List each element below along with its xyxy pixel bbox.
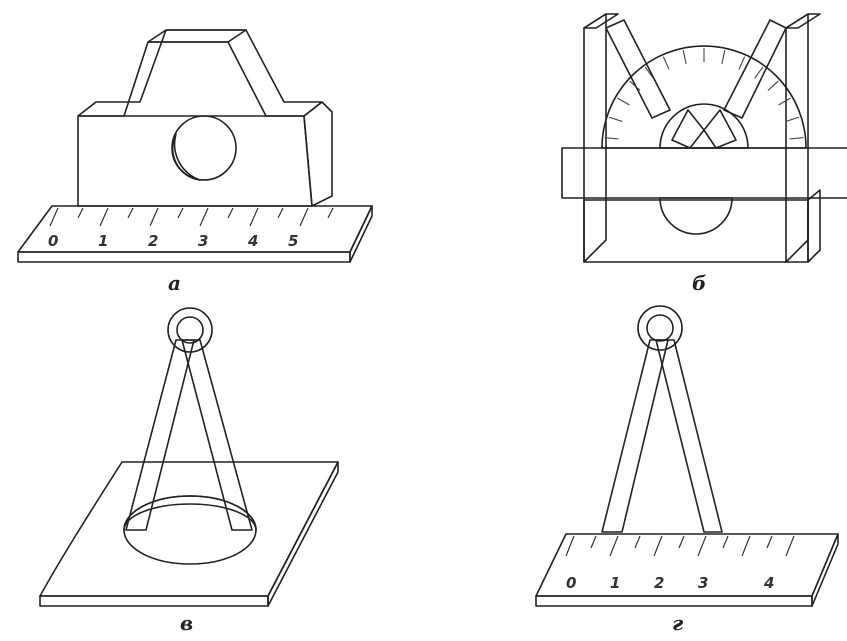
protractor-tick (738, 56, 746, 70)
protractor-tick (789, 137, 804, 140)
protractor-tick (662, 56, 670, 70)
ruler-tick (199, 207, 209, 227)
ruler-tick (77, 207, 84, 219)
ruler-a-label-3: 3 (198, 232, 208, 250)
ruler-tick (99, 207, 109, 227)
protractor-tick (629, 80, 641, 91)
ruler-tick (149, 207, 159, 227)
caption-b: б (692, 271, 706, 295)
ruler-tick (634, 535, 641, 549)
protractor-tick (617, 97, 630, 106)
ruler-tick (697, 535, 707, 557)
ruler-a: 0 1 2 3 4 5 (17, 205, 373, 263)
protractor-tick (608, 116, 623, 122)
ruler-tick (565, 535, 575, 557)
plate (39, 461, 339, 607)
angled-part (583, 13, 821, 263)
ruler-d: 0 1 2 3 4 (535, 533, 839, 607)
ruler-tick (327, 207, 334, 219)
ruler-tick (299, 207, 309, 227)
ruler-tick (177, 207, 184, 219)
ruler-a-label-2: 2 (148, 232, 158, 250)
ruler-d-label-2: 2 (654, 574, 664, 592)
outside-caliper (601, 305, 723, 533)
ruler-d-label-1: 1 (610, 574, 620, 592)
ruler-tick (609, 535, 619, 557)
ruler-a-label-4: 4 (247, 232, 258, 250)
ruler-tick (766, 535, 773, 549)
protractor-tick (604, 137, 619, 140)
ruler-tick (590, 535, 597, 549)
ruler-a-label-1: 1 (98, 232, 108, 250)
caption-d: г (672, 611, 684, 635)
protractor (601, 45, 807, 149)
protractor-tick (767, 80, 779, 91)
hole-shadow (659, 197, 733, 235)
ruler-tick (49, 207, 59, 227)
protractor-tick (785, 116, 800, 122)
ruler-tick (227, 207, 234, 219)
ruler-tick (653, 535, 663, 557)
panel-c: в (39, 307, 339, 635)
protractor-tick (721, 50, 726, 64)
ruler-d-label-0: 0 (566, 574, 576, 592)
panel-d: 0 1 2 3 4 г (535, 305, 839, 635)
ruler-a-label-5: 5 (288, 232, 298, 250)
part-block (77, 29, 333, 207)
ruler-tick (127, 207, 134, 219)
protractor-tick (644, 66, 654, 79)
caption-a: а (168, 271, 181, 295)
ruler-tick (785, 535, 795, 557)
panel-a: 0 1 2 3 4 5 а (17, 29, 373, 295)
ruler-tick (741, 535, 751, 557)
ruler-d-label-4: 4 (763, 574, 774, 592)
protractor-tick (682, 50, 687, 64)
inside-caliper (125, 307, 253, 531)
panel-b: б (561, 13, 847, 295)
protractor-tick (754, 66, 764, 79)
straight-rule (561, 147, 847, 199)
ruler-a-label-0: 0 (48, 232, 58, 250)
caption-c: в (180, 611, 193, 635)
ruler-tick (249, 207, 259, 227)
ruler-tick (678, 535, 685, 549)
ruler-tick (277, 207, 284, 219)
ruler-d-label-3: 3 (698, 574, 708, 592)
ruler-tick (722, 535, 729, 549)
protractor-tick (778, 97, 791, 106)
